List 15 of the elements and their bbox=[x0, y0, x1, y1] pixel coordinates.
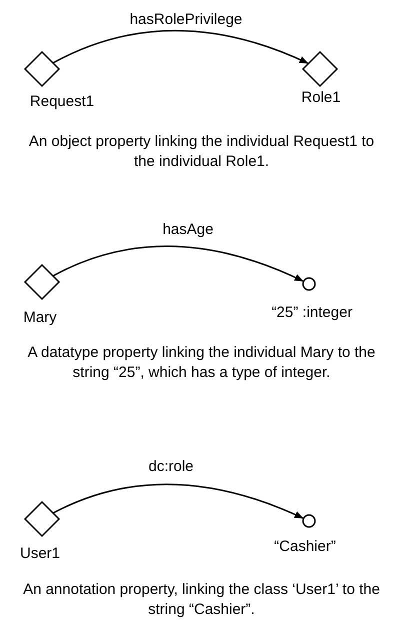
node-label: Mary bbox=[23, 309, 57, 327]
arrow bbox=[52, 30, 309, 64]
arrow bbox=[52, 246, 304, 282]
caption: An annotation property, linking the class ‘User1’ to the string “Cashier”. bbox=[22, 580, 381, 620]
node-label: Request1 bbox=[30, 93, 94, 111]
caption: A datatype property linking the individual Mary to the string “25”, which has a type of integer. bbox=[26, 343, 376, 383]
edge-label: hasAge bbox=[162, 221, 214, 239]
arrow bbox=[52, 484, 304, 520]
edge-label: dc:role bbox=[148, 458, 194, 476]
node-label: “Cashier” bbox=[274, 538, 336, 556]
edge-label: hasRolePrivilege bbox=[130, 11, 242, 29]
node-label: “25” :integer bbox=[272, 304, 352, 322]
node-label: User1 bbox=[20, 545, 60, 563]
caption: An object property linking the individual Request1 to the individual Role1. bbox=[28, 132, 376, 172]
node-label: Role1 bbox=[301, 89, 341, 107]
